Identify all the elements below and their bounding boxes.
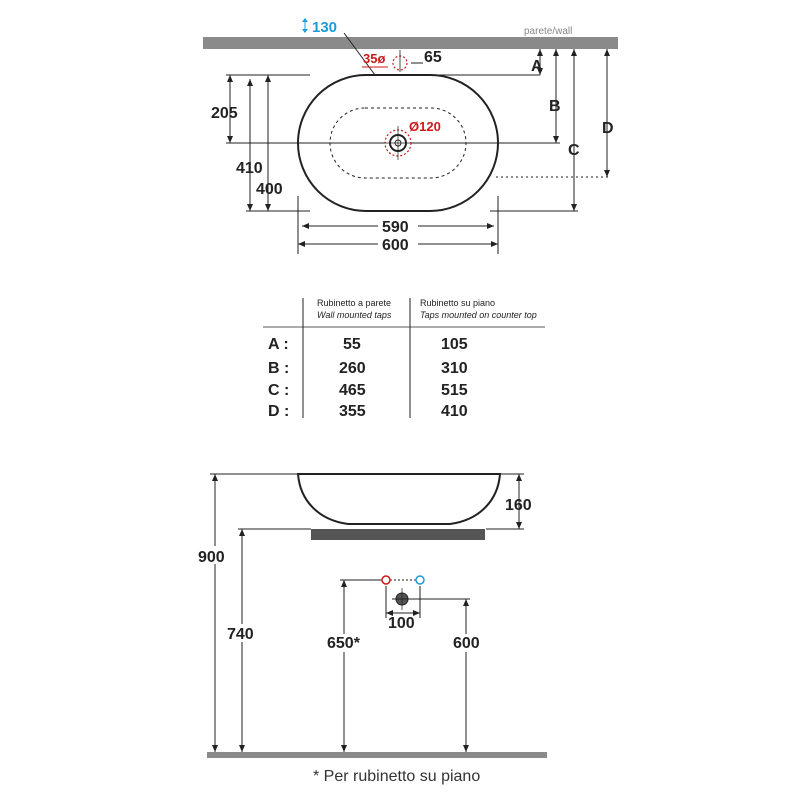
table-row-label: A : (268, 336, 289, 353)
dim-400: 400 (256, 181, 283, 198)
table-row-b: B : 260 310 (268, 360, 468, 377)
top-view: parete/wall 130 35ø 65 Ø120 (203, 18, 618, 254)
dim-900: 900 (198, 549, 225, 566)
table-cell-wall: 465 (339, 382, 366, 399)
left-dimensions: 205 410 400 (211, 74, 384, 212)
table-col2-title: Rubinetto su piano (420, 298, 495, 308)
dim-410: 410 (236, 160, 263, 177)
side-view: 160 900 740 100 650* (198, 473, 547, 785)
hot-tap-icon (381, 575, 391, 585)
dim-600-drain: 600 (453, 635, 480, 652)
tap-hole-label: 35ø (363, 51, 385, 66)
floor-bar (207, 752, 547, 758)
table-row-label: B : (268, 360, 289, 377)
dim-590: 590 (382, 219, 409, 236)
wall-fittings: 100 (340, 575, 470, 632)
tap-hole: 35ø 65 (362, 49, 442, 72)
dim-letter-a: A (531, 58, 543, 75)
table-cell-counter: 105 (441, 336, 468, 353)
table-col1-title: Rubinetto a parete (317, 298, 391, 308)
dim-600: 600 (382, 237, 409, 254)
table-cell-wall: 260 (339, 360, 366, 377)
table-row-d: D : 355 410 (268, 403, 468, 420)
basin-side-profile (296, 473, 502, 525)
cold-tap-icon (415, 575, 425, 585)
table-cell-wall: 55 (343, 336, 361, 353)
bottom-dimensions: 590 600 (297, 196, 499, 254)
table-cell-wall: 355 (339, 403, 366, 420)
table-row-c: C : 465 515 (268, 382, 468, 399)
tap-height-value: 130 (312, 19, 337, 36)
dim-100: 100 (388, 615, 415, 632)
dim-740: 740 (227, 626, 254, 643)
wall-label: parete/wall (524, 26, 572, 37)
dimension-table: Rubinetto a parete Wall mounted taps Rub… (263, 298, 545, 420)
countertop (311, 529, 485, 540)
table-cell-counter: 515 (441, 382, 468, 399)
drain-label: Ø120 (409, 119, 441, 134)
dim-letter-d: D (602, 120, 614, 137)
right-dimensions: A B C D (400, 49, 614, 212)
dim-650: 650* (327, 635, 361, 652)
drain: Ø120 (382, 119, 441, 160)
tap-offset-label: 65 (424, 49, 442, 66)
table-row-label: C : (268, 382, 289, 399)
wall-bar (203, 37, 618, 49)
footnote: * Per rubinetto su piano (313, 768, 480, 785)
table-col1-subtitle: Wall mounted taps (317, 310, 392, 320)
table-cell-counter: 410 (441, 403, 468, 420)
tap-height-indicator: 130 (302, 18, 376, 76)
dim-160: 160 (505, 497, 532, 514)
table-row-label: D : (268, 403, 289, 420)
table-row-a: A : 55 105 (268, 336, 468, 353)
table-cell-counter: 310 (441, 360, 468, 377)
dim-letter-b: B (549, 98, 561, 115)
dim-205: 205 (211, 105, 238, 122)
dim-letter-c: C (568, 142, 580, 159)
table-col2-subtitle: Taps mounted on counter top (420, 310, 537, 320)
